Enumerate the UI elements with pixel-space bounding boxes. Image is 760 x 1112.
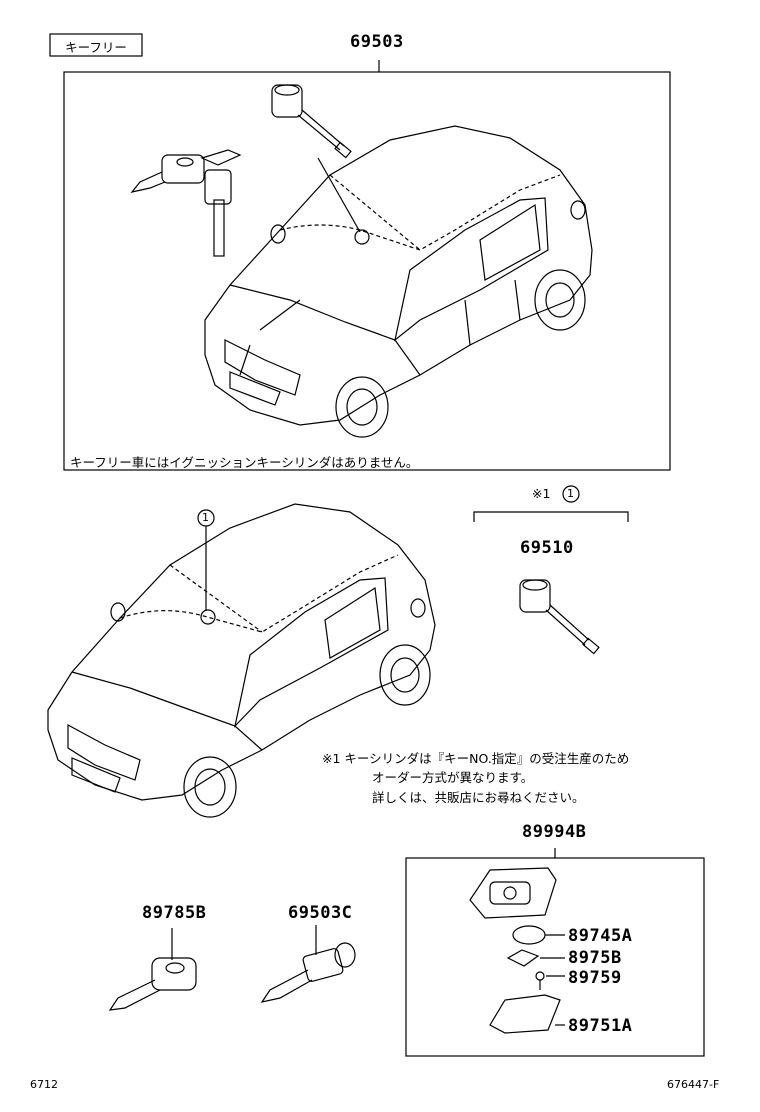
- note1-line3: 詳しくは、共販店にお尋ねください。: [372, 790, 585, 805]
- part-number-89745A: 89745A: [568, 926, 633, 946]
- circle-ref-1-header: [562, 485, 580, 503]
- part-number-69503C: 69503C: [288, 903, 353, 923]
- keyfree-tag-box: [49, 33, 143, 57]
- ignition-cylinder-top: [271, 84, 352, 159]
- remote-parts: [469, 867, 565, 1034]
- footer-figure-code: 676447-F: [667, 1078, 720, 1091]
- key-89785B: [108, 928, 197, 1011]
- part-number-69510: 69510: [520, 538, 574, 558]
- group-frame-69503: [63, 71, 671, 471]
- circle-ref-header-label: 1: [567, 487, 574, 500]
- part-number-89994B: 89994B: [522, 822, 587, 842]
- keyfree-note: キーフリー車にはイグニッションキーシリンダはありません。: [70, 455, 419, 470]
- car-top-illustration: [204, 125, 593, 438]
- circle-ref-car-label: 1: [202, 511, 209, 524]
- note1-line2: オーダー方式が異なります。: [372, 770, 534, 785]
- ignition-cylinder-69510: [519, 579, 600, 655]
- car-bottom-illustration: [47, 503, 436, 818]
- group-frame-89994B: [405, 857, 705, 1057]
- part-number-8975B: 8975B: [568, 948, 622, 968]
- part-number-69503: 69503: [350, 32, 404, 52]
- bracket-69510: [473, 511, 629, 522]
- note1-line1: ※1 キーシリンダは『キーNO.指定』の受注生産のため: [322, 751, 630, 766]
- key-69503C: [260, 925, 356, 1003]
- footer-page-code: 6712: [30, 1078, 58, 1091]
- leader-cylinder-top: [317, 157, 361, 233]
- part-number-89759: 89759: [568, 968, 622, 988]
- keys-top: [130, 149, 242, 257]
- part-number-89751A: 89751A: [568, 1016, 633, 1036]
- part-number-89785B: 89785B: [142, 903, 207, 923]
- keyfree-tag: キーフリー: [65, 40, 127, 55]
- ref-mark-header: ※1: [532, 486, 551, 501]
